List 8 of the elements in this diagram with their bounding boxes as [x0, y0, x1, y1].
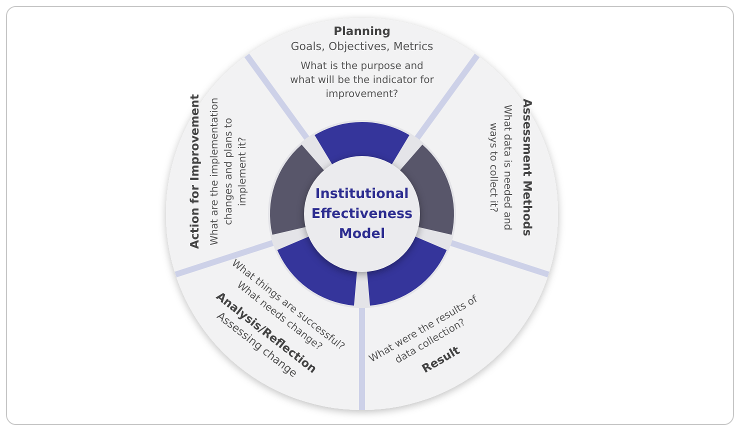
center-title: Institutional Effectiveness Model: [310, 185, 414, 244]
segment-question: What data is needed and ways to collect it?: [486, 103, 514, 232]
segment-question: What is the purpose and what will be the indicator for improvement?: [289, 60, 435, 102]
segment-heading: Assessment Methods: [519, 97, 534, 238]
segment-subtitle: Goals, Objectives, Metrics: [290, 39, 434, 54]
segment-heading: Action for Improvement: [188, 92, 203, 251]
segment-question: What are the implementation changes and plans to implement it?: [208, 96, 250, 248]
segment-heading: Planning: [332, 24, 392, 39]
